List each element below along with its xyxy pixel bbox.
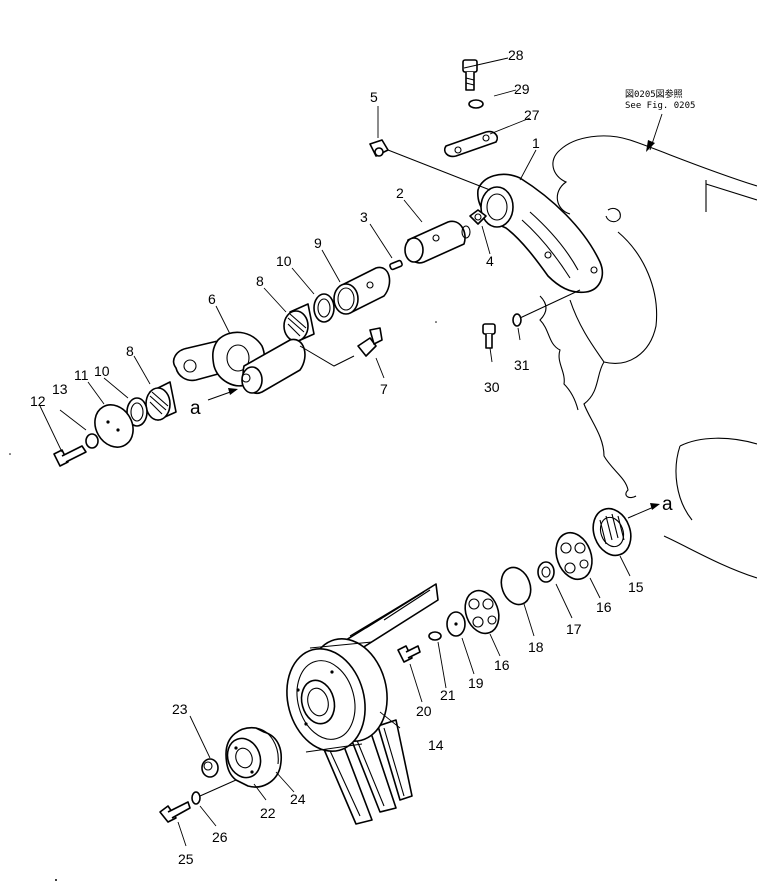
callout-22: 22 (260, 805, 276, 821)
part-6-lever (172, 331, 306, 395)
callout-27: 27 (524, 107, 540, 123)
part-19-plate (446, 611, 466, 637)
callout-23: 23 (172, 701, 188, 717)
part-8-bearing-lower (145, 381, 177, 421)
callout-25: 25 (178, 851, 194, 867)
part-25-bolt (159, 801, 191, 823)
part-20-bolt (397, 645, 421, 663)
callout-26: 26 (212, 829, 228, 845)
part-4-grease-fitting (469, 209, 487, 225)
part-27-link (443, 130, 499, 158)
part-29-washer (468, 99, 484, 109)
callout-5: 5 (370, 89, 378, 105)
part-16-cage-right (555, 531, 593, 581)
callout-8-lower: 8 (126, 343, 134, 359)
part-3-key (389, 259, 403, 271)
callout-8-upper: 8 (256, 273, 264, 289)
part-17-collar (537, 561, 555, 583)
part-30-bolt (482, 323, 496, 349)
view-arrow-right (627, 503, 660, 519)
scan-specks (9, 321, 437, 881)
part-12-bolt (53, 445, 87, 467)
leader-lines (39, 57, 631, 847)
callout-24: 24 (290, 791, 306, 807)
part-10-seal-lower (126, 397, 148, 427)
part-10-seal-upper (313, 293, 335, 323)
part-15-bearing (592, 507, 632, 557)
callout-12: 12 (30, 393, 46, 409)
part-8-bearing-upper (283, 303, 315, 343)
part-14-pulley (286, 638, 388, 753)
part-9-sleeve (333, 266, 391, 315)
callout-17: 17 (566, 621, 582, 637)
callout-11: 11 (74, 367, 89, 383)
part-31-washer (512, 313, 522, 327)
callout-13: 13 (52, 381, 68, 397)
reference-line-japanese: 図0205図参照 (625, 88, 683, 100)
part-26-washer (191, 791, 201, 805)
part-5-grease-fitting (369, 139, 389, 157)
part-18-snap-ring (500, 566, 532, 606)
callout-labels: 1 2 3 4 5 6 7 8 8 9 10 10 11 12 13 14 15… (30, 47, 673, 867)
callout-10-upper: 10 (276, 253, 292, 269)
callout-9: 9 (314, 235, 322, 251)
part-11-cover (94, 404, 134, 448)
part-23-plug (201, 758, 219, 778)
part-21-washer (428, 631, 442, 641)
part-7-grease-fitting (357, 327, 383, 357)
part-2-pin (404, 220, 471, 264)
callout-20: 20 (416, 703, 432, 719)
callout-18: 18 (528, 639, 544, 655)
callout-28: 28 (508, 47, 524, 63)
callout-6: 6 (208, 291, 216, 307)
callout-19: 19 (468, 675, 484, 691)
part-13-washer (85, 433, 99, 449)
callout-1: 1 (532, 135, 540, 151)
part-28-bolt (462, 59, 478, 91)
part-22-hub (225, 727, 282, 788)
part-16-cage-left (464, 589, 500, 635)
reference-note: 図0205図参照 See Fig. 0205 (625, 88, 695, 152)
view-mark-a-right: a (662, 494, 673, 515)
callout-3: 3 (360, 209, 368, 225)
callout-14: 14 (428, 737, 444, 753)
view-mark-a-left: a (190, 398, 201, 419)
callout-10-lower: 10 (94, 363, 110, 379)
callout-2: 2 (396, 185, 404, 201)
callout-31: 31 (514, 357, 530, 373)
view-arrow-left (207, 388, 238, 401)
callout-4: 4 (486, 253, 494, 269)
reference-line-english: See Fig. 0205 (625, 101, 695, 111)
engine-housing (539, 135, 757, 579)
callout-21: 21 (440, 687, 456, 703)
callout-15: 15 (628, 579, 644, 595)
callout-16-right: 16 (596, 599, 612, 615)
callout-7: 7 (380, 381, 388, 397)
callout-16-left: 16 (494, 657, 510, 673)
callout-30: 30 (484, 379, 500, 395)
callout-29: 29 (514, 81, 530, 97)
part-1-bracket (477, 173, 604, 294)
